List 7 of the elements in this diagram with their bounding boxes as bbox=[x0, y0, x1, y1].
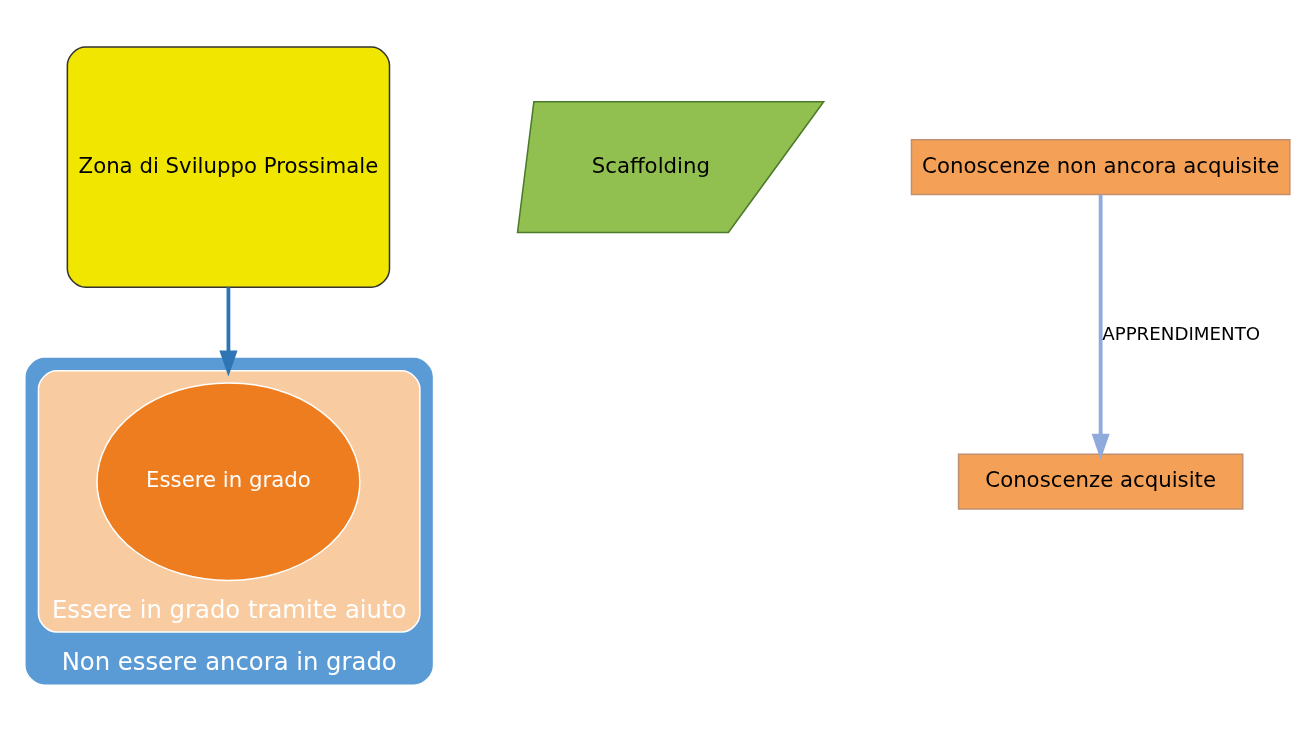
node-box: Zona di Sviluppo Prossimale bbox=[66, 45, 391, 288]
arrow bbox=[1091, 194, 1110, 460]
node-box: Conoscenze acquisite bbox=[957, 453, 1244, 510]
node-ellipse: Essere in grado bbox=[96, 381, 361, 581]
node-box: Conoscenze non ancora acquisite bbox=[910, 138, 1291, 195]
edge-label: APPRENDIMENTO bbox=[1102, 322, 1261, 344]
arrow bbox=[219, 286, 238, 376]
